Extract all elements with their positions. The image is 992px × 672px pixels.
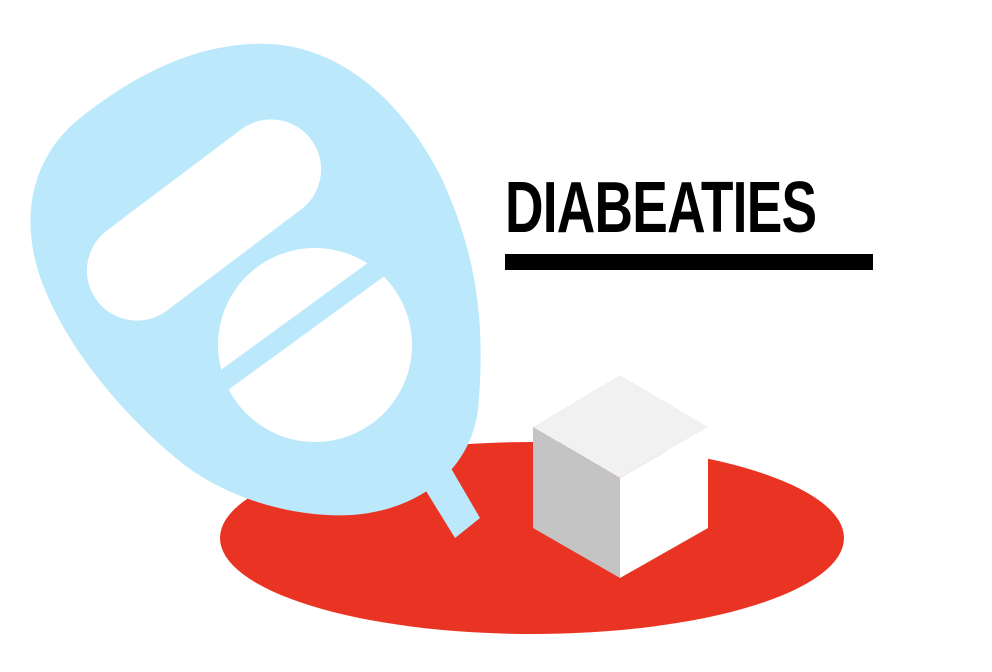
title-underline <box>505 254 873 270</box>
page-title: DIABEATIES <box>505 168 817 248</box>
sugar-cube-icon <box>533 375 708 578</box>
glucose-meter-icon <box>30 43 481 538</box>
